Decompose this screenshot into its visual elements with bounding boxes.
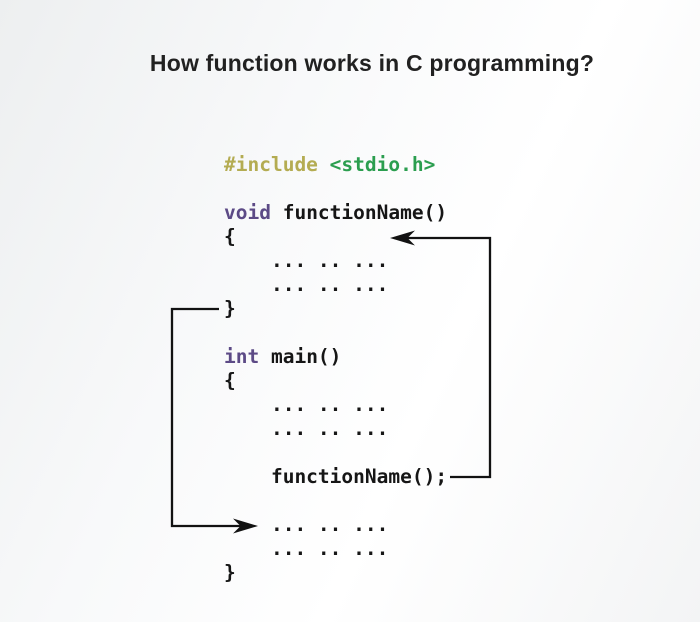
code-line: ... .. ...: [224, 417, 447, 441]
code-line: int main(): [224, 345, 447, 369]
code-token-plain: ... .. ...: [224, 393, 389, 416]
code-line: ... .. ...: [224, 537, 447, 561]
code-token-plain: ... .. ...: [224, 249, 389, 272]
code-line: #include <stdio.h>: [224, 153, 447, 177]
code-block: #include <stdio.h> void functionName(){ …: [224, 153, 447, 585]
code-line: ... .. ...: [224, 393, 447, 417]
code-line: ... .. ...: [224, 513, 447, 537]
code-token-plain: ... .. ...: [224, 273, 389, 296]
code-line: ... .. ...: [224, 273, 447, 297]
code-line: [224, 441, 447, 465]
code-line: }: [224, 297, 447, 321]
page-title: How function works in C programming?: [149, 50, 595, 76]
code-token-keyword: int: [224, 345, 260, 368]
code-token-plain: }: [224, 297, 236, 320]
code-token-preprocessor: #include: [224, 153, 318, 176]
code-token-header: <stdio.h>: [329, 153, 436, 176]
code-line: [224, 177, 447, 201]
code-token-plain: ... .. ...: [224, 537, 389, 560]
code-line: void functionName(): [224, 201, 447, 225]
code-token-plain: main(): [259, 345, 342, 368]
code-token-keyword: void: [224, 201, 271, 224]
code-token-plain: [318, 153, 330, 176]
code-token-plain: ... .. ...: [224, 513, 389, 536]
code-token-plain: functionName(): [270, 201, 448, 224]
code-line: }: [224, 561, 447, 585]
code-line: functionName();: [224, 465, 447, 489]
code-token-plain: ... .. ...: [224, 417, 389, 440]
code-token-plain: }: [224, 561, 236, 584]
code-line: {: [224, 225, 447, 249]
code-token-plain: functionName();: [224, 465, 448, 488]
code-token-plain: {: [224, 369, 236, 392]
code-line: [224, 321, 447, 345]
code-line: [224, 489, 447, 513]
code-line: ... .. ...: [224, 249, 447, 273]
code-token-plain: {: [224, 225, 236, 248]
code-line: {: [224, 369, 447, 393]
